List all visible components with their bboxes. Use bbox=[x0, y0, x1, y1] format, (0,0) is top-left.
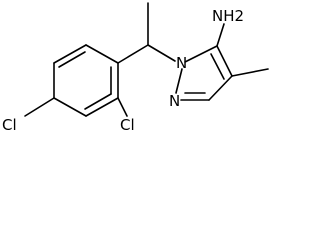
atom-label-cl-right: Cl bbox=[120, 116, 135, 132]
bond-cl-left bbox=[24, 97, 55, 117]
atom-label-nh2: NH2 bbox=[212, 7, 244, 25]
bond-chiral-to-ring bbox=[117, 44, 149, 64]
bond-benzene-5 bbox=[85, 97, 119, 117]
bond-chiral-to-pyrazole-n bbox=[147, 44, 176, 62]
atom-label-n1: N bbox=[176, 54, 187, 72]
bond-cl-right bbox=[117, 97, 128, 117]
bond-pyrazole-c5-c4-double bbox=[210, 53, 225, 80]
bond-pyrazole-n1-c5 bbox=[184, 45, 218, 63]
bond-pyrazole-c5-c4 bbox=[216, 45, 233, 77]
bond-ring-methyl bbox=[231, 68, 269, 77]
molecule-structure: Cl Cl N N NH2 bbox=[2, 2, 269, 132]
bond-benzene-1 bbox=[85, 44, 119, 64]
atom-label-cl-left: Cl bbox=[2, 116, 17, 132]
bond-benzene-double-2 bbox=[84, 93, 112, 110]
bond-benzene-double-1 bbox=[58, 51, 86, 68]
bond-amino bbox=[216, 23, 225, 47]
bond-benzene-2 bbox=[53, 44, 87, 64]
bond-benzene-4 bbox=[53, 97, 87, 117]
bond-pyrazole-c4-c3 bbox=[208, 75, 233, 101]
bond-pyrazole-n2-n1 bbox=[175, 68, 183, 94]
atom-label-n2: N bbox=[169, 92, 180, 110]
